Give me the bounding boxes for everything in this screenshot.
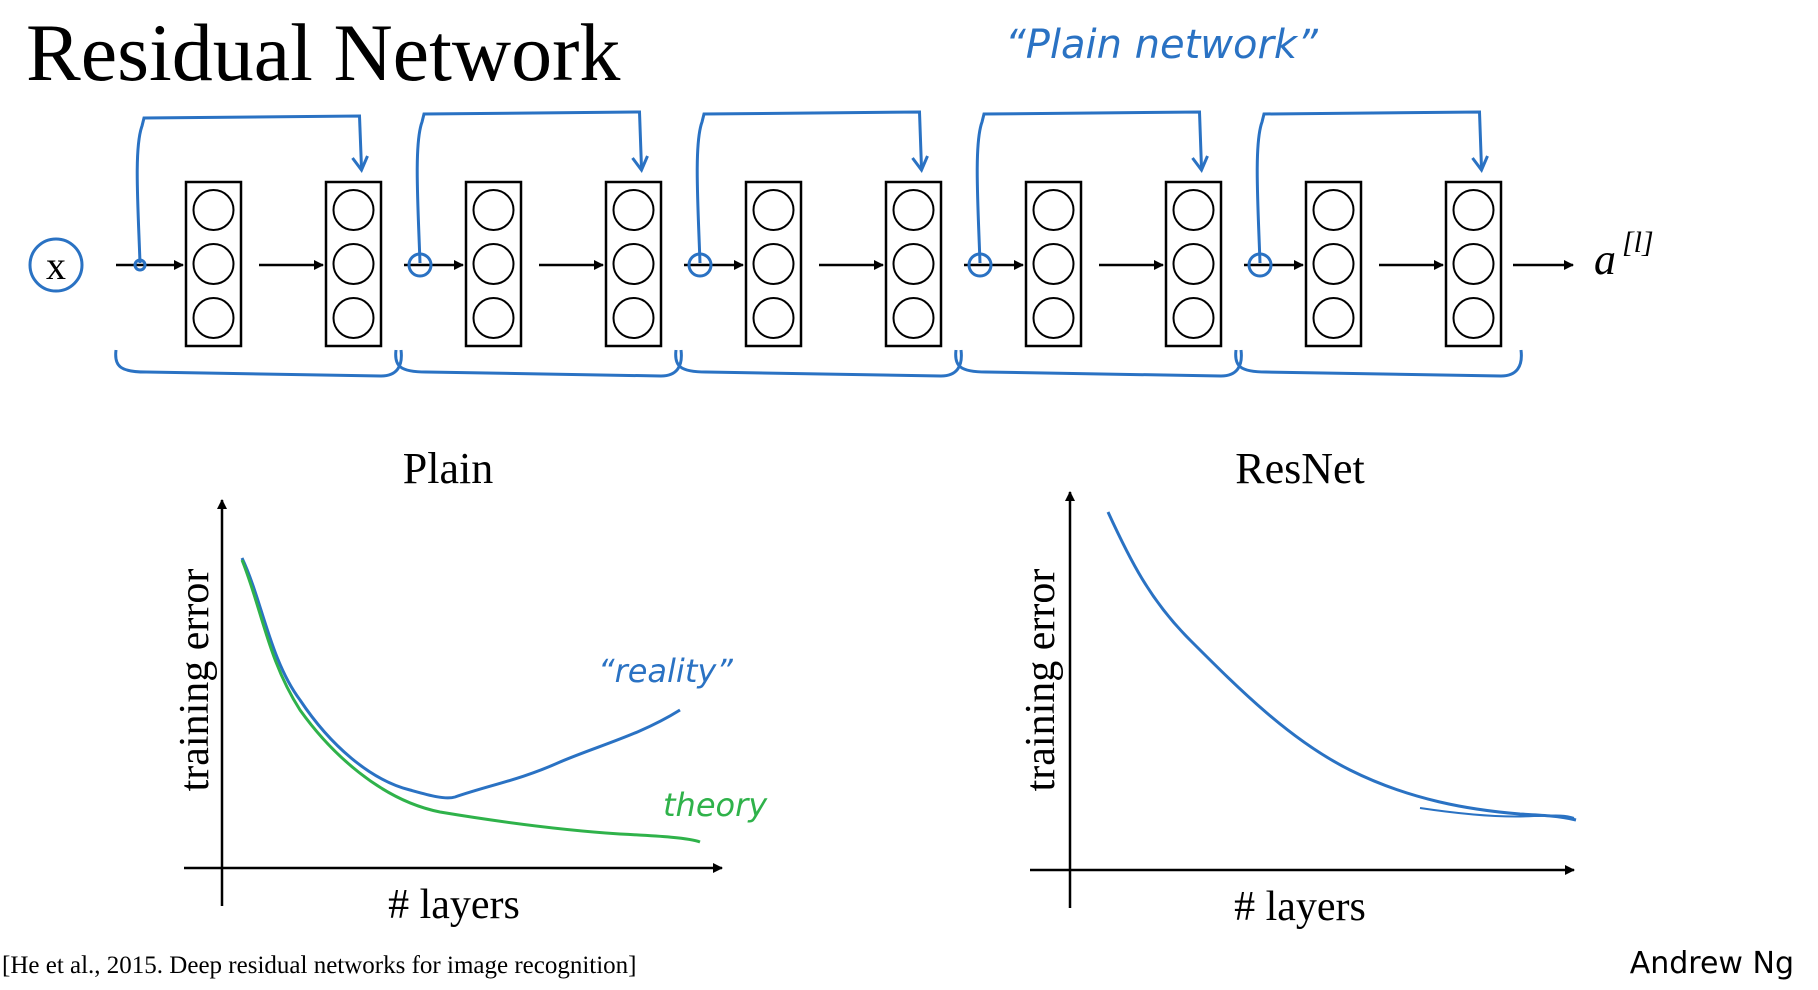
skip-connection	[415, 110, 643, 264]
skip-connection	[135, 114, 363, 264]
resnet-x-label: # layers	[1234, 884, 1366, 930]
block-bracket	[674, 349, 963, 378]
neuron-node	[752, 297, 795, 339]
skip-arrowhead	[631, 155, 649, 173]
plain-y-label: training error	[172, 569, 218, 792]
plain-plot: Plain training error # layers “reality” …	[172, 444, 768, 928]
skip-connection	[695, 110, 923, 264]
slide-title: Residual Network	[26, 7, 621, 98]
neuron-node	[1172, 243, 1215, 285]
merge-point	[687, 252, 713, 278]
plain-theory-annotation: theory	[663, 786, 768, 824]
plain-theory-curve	[240, 559, 701, 844]
skip-connection	[975, 110, 1203, 264]
merge-point	[407, 252, 433, 278]
output-label: a	[1594, 235, 1616, 284]
neuron-node	[612, 297, 655, 339]
skip-arrowhead	[1471, 155, 1489, 173]
neuron-node	[612, 243, 655, 285]
neuron-node	[752, 243, 795, 285]
neuron-node	[1452, 189, 1495, 231]
resnet-training-curve-retrace	[1419, 807, 1575, 819]
neuron-node	[472, 189, 515, 231]
neuron-node	[892, 189, 935, 231]
skip-arrowhead	[351, 155, 369, 173]
resnet-y-label: training error	[1018, 569, 1064, 792]
neuron-node	[192, 297, 235, 339]
block-bracket	[954, 349, 1243, 378]
resnet-plot: ResNet training error # layers	[1018, 444, 1577, 930]
plain-reality-annotation: “reality”	[598, 652, 733, 690]
citation: [He et al., 2015. Deep residual networks…	[2, 952, 637, 979]
neuron-node	[1312, 189, 1355, 231]
neuron-node	[1032, 297, 1075, 339]
neuron-node	[1172, 297, 1215, 339]
neuron-node	[1312, 297, 1355, 339]
neuron-node	[472, 243, 515, 285]
resnet-plot-title: ResNet	[1235, 444, 1365, 493]
block-bracket	[394, 349, 683, 378]
neuron-node	[332, 189, 375, 231]
neuron-node	[1452, 243, 1495, 285]
plain-reality-curve	[240, 557, 681, 800]
neuron-node	[1312, 243, 1355, 285]
merge-point	[967, 252, 993, 278]
neuron-node	[332, 243, 375, 285]
skip-arrowhead	[911, 155, 929, 173]
merge-point	[133, 258, 147, 272]
layer-chain	[114, 110, 1574, 378]
output-superscript: [l]	[1622, 226, 1654, 259]
plain-network-annotation: “Plain network”	[1005, 22, 1318, 68]
skip-arrowhead	[1191, 155, 1209, 173]
merge-point	[1247, 252, 1273, 278]
neuron-node	[332, 297, 375, 339]
neuron-node	[1172, 189, 1215, 231]
neuron-node	[752, 189, 795, 231]
plain-x-label: # layers	[388, 882, 520, 928]
output-activation: a [l]	[1594, 226, 1654, 284]
neuron-node	[1032, 243, 1075, 285]
neuron-node	[612, 189, 655, 231]
neuron-node	[1032, 189, 1075, 231]
resnet-training-curve	[1106, 511, 1577, 822]
neuron-node	[892, 243, 935, 285]
neuron-node	[192, 189, 235, 231]
neuron-node	[892, 297, 935, 339]
author-credit: Andrew Ng	[1629, 946, 1794, 981]
neuron-node	[472, 297, 515, 339]
neuron-node	[1452, 297, 1495, 339]
block-bracket	[114, 349, 403, 378]
plain-plot-title: Plain	[403, 444, 493, 493]
block-bracket	[1234, 349, 1523, 378]
input-label: x	[46, 243, 66, 288]
input-node: x	[28, 237, 84, 293]
skip-connection	[1255, 110, 1483, 264]
neuron-node	[192, 243, 235, 285]
